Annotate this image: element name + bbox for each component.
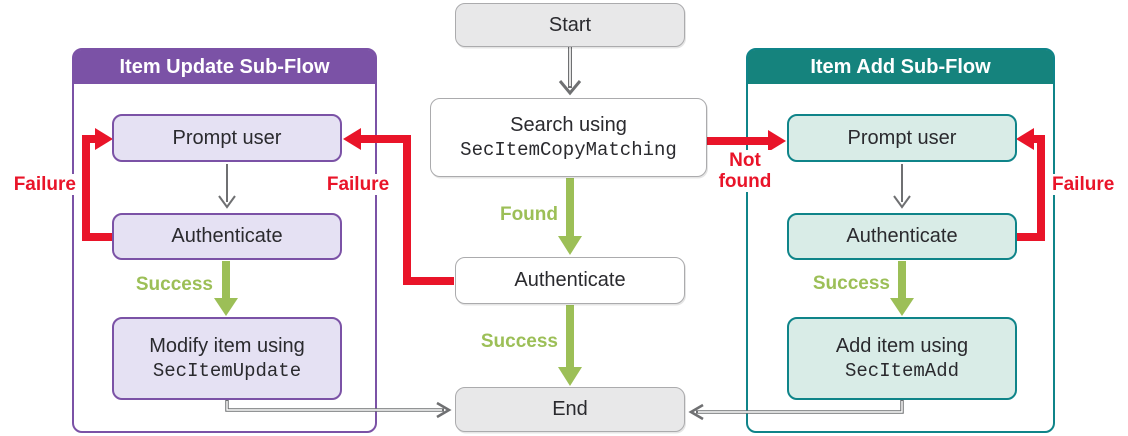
arrow-success-update — [214, 261, 238, 316]
success-update-label: Success — [135, 274, 213, 295]
arrow-start-to-search — [558, 47, 582, 96]
failure-update-outer-label: Failure — [0, 174, 76, 195]
item-add-subflow-title: Item Add Sub-Flow — [748, 50, 1053, 84]
success-center-label: Success — [480, 331, 558, 352]
not-found-label: Not found — [711, 150, 779, 192]
connector-add-to-end — [688, 400, 904, 421]
end-node: End — [455, 387, 685, 432]
update-modify-item-line1: Modify item using — [149, 334, 305, 357]
update-modify-item-line2: SecItemUpdate — [152, 360, 302, 383]
arrow-prompt-to-authenticate-update — [218, 164, 236, 209]
success-add-label: Success — [812, 273, 890, 294]
update-modify-item-node: Modify item using SecItemUpdate — [112, 317, 342, 400]
failure-center-label: Failure — [314, 174, 402, 195]
found-label: Found — [499, 204, 558, 225]
connector-modify-to-end — [225, 400, 452, 419]
add-item-node: Add item using SecItemAdd — [787, 317, 1017, 400]
arrow-success-authenticate-to-end — [558, 305, 582, 386]
start-node: Start — [455, 3, 685, 47]
arrow-failure-add-loop — [1016, 128, 1045, 241]
authenticate-center-node: Authenticate — [455, 257, 685, 304]
search-node-line2: SecItemCopyMatching — [460, 139, 677, 162]
arrow-success-add — [890, 261, 914, 316]
failure-add-outer-label: Failure — [1052, 174, 1128, 195]
arrow-failure-center-to-update-prompt — [343, 128, 454, 285]
search-node: Search using SecItemCopyMatching — [430, 98, 707, 177]
arrow-failure-update-loop — [82, 128, 113, 241]
add-authenticate-node: Authenticate — [787, 213, 1017, 260]
search-node-line1: Search using — [510, 113, 627, 136]
add-prompt-user-node: Prompt user — [787, 114, 1017, 162]
add-item-line1: Add item using — [835, 334, 969, 357]
arrow-prompt-to-authenticate-add — [893, 164, 911, 209]
add-item-line2: SecItemAdd — [844, 360, 960, 383]
arrow-found-search-to-authenticate — [558, 178, 582, 255]
update-prompt-user-node: Prompt user — [112, 114, 342, 162]
update-authenticate-node: Authenticate — [112, 213, 342, 260]
arrow-not-found-search-to-add-prompt — [706, 130, 786, 152]
item-update-subflow-title: Item Update Sub-Flow — [74, 50, 375, 84]
